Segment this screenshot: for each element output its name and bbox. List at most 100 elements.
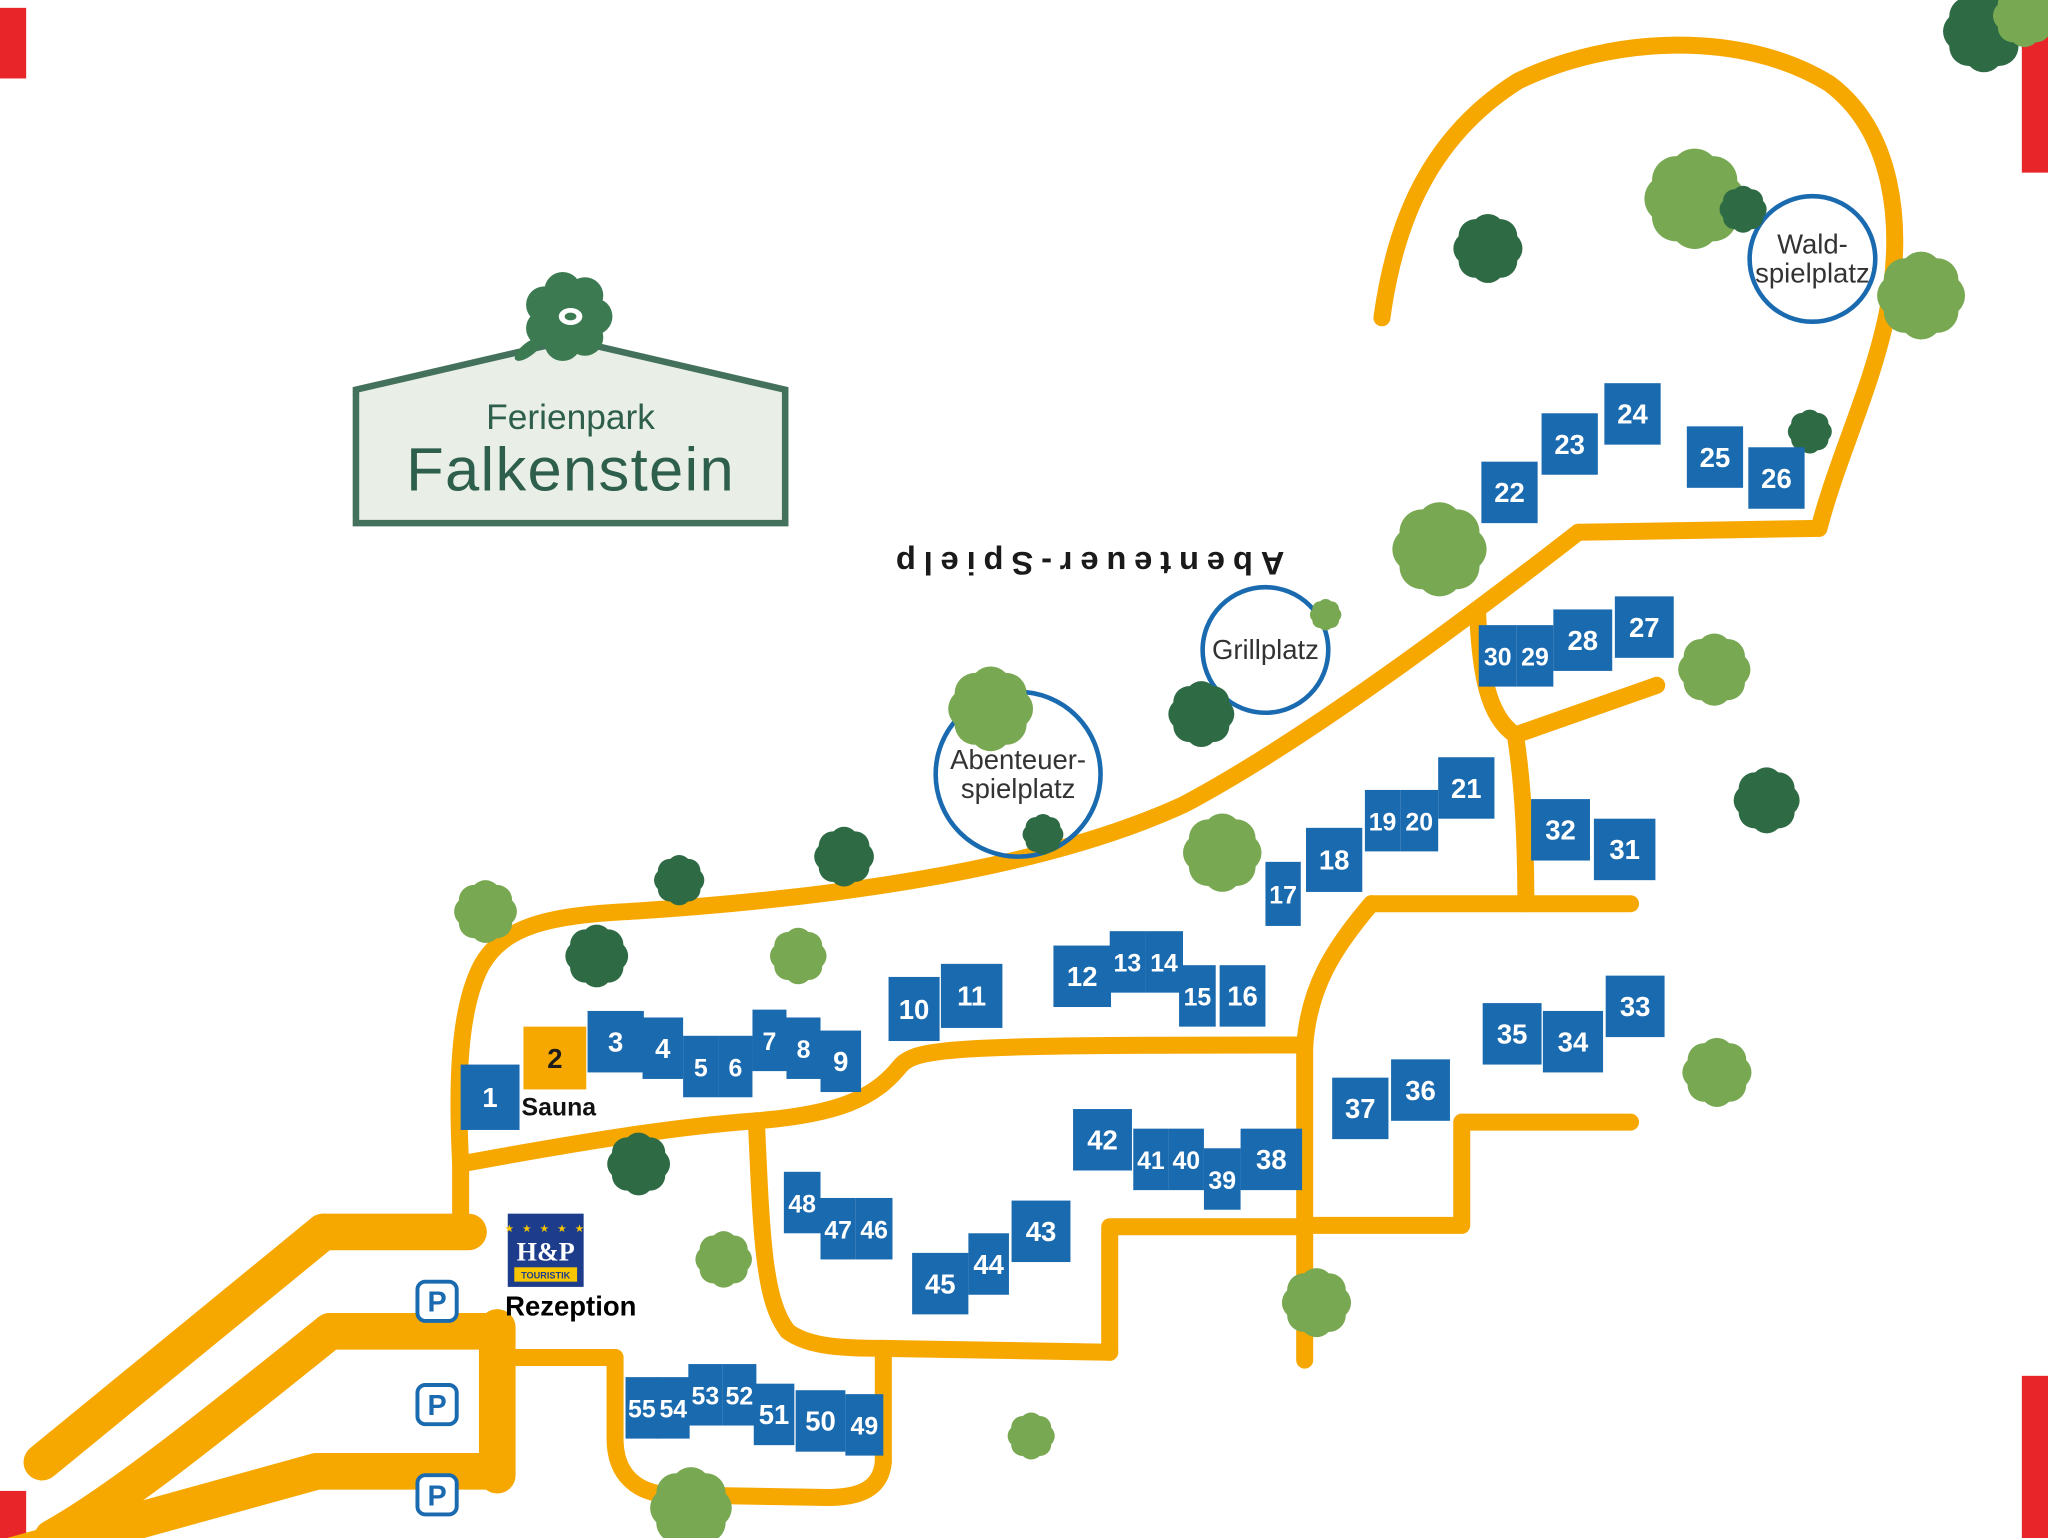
corner-mark — [2021, 1375, 2048, 1538]
house-number: 54 — [659, 1397, 687, 1424]
house-number: 45 — [925, 1268, 956, 1299]
mirrored-label: Abenteuer-Spielp — [888, 545, 1284, 582]
sauna-building: 2 — [523, 1026, 587, 1090]
house-number: 41 — [1137, 1148, 1165, 1175]
tree-icon — [1453, 213, 1523, 284]
house-number: 46 — [860, 1218, 888, 1245]
house-number: 34 — [1558, 1026, 1589, 1057]
house-27: 27 — [1614, 596, 1674, 658]
house-49: 49 — [845, 1394, 884, 1456]
house-number: 40 — [1172, 1148, 1200, 1175]
house-50: 50 — [795, 1390, 846, 1452]
parking-icon: P — [415, 1473, 459, 1517]
house-36: 36 — [1391, 1059, 1450, 1121]
house-number: 33 — [1620, 991, 1651, 1022]
house-number: 13 — [1114, 951, 1142, 978]
svg-text:P: P — [427, 1390, 446, 1422]
house-15: 15 — [1179, 965, 1216, 1027]
hp-logo-text: H&P — [517, 1238, 575, 1267]
house-40: 40 — [1168, 1128, 1204, 1191]
house-number: 4 — [655, 1033, 671, 1064]
house-25: 25 — [1686, 426, 1744, 488]
house-46: 46 — [855, 1197, 893, 1260]
house-17: 17 — [1265, 861, 1301, 926]
road-segment — [1296, 895, 1380, 1055]
road-segment — [1569, 519, 1828, 541]
house-number: 35 — [1497, 1019, 1528, 1050]
house-5: 5 — [683, 1035, 719, 1098]
tree-icon — [948, 666, 1034, 752]
parking-layer: P P P — [415, 1279, 459, 1517]
tree-icon — [607, 1132, 671, 1196]
park-sign: Ferienpark Falkenstein — [352, 272, 789, 527]
house-13: 13 — [1109, 931, 1146, 993]
house-number: 2 — [547, 1043, 562, 1074]
waldspielplatz: Wald-spielplatz — [1747, 193, 1878, 325]
road-segment — [1101, 1218, 1314, 1361]
house-number: 1 — [482, 1082, 497, 1113]
waldspielplatz-label: spielplatz — [1755, 257, 1870, 288]
road-segment — [34, 1313, 349, 1538]
house-32: 32 — [1531, 799, 1590, 861]
house-26: 26 — [1748, 447, 1805, 509]
house-number: 42 — [1087, 1125, 1118, 1156]
sauna-label: Sauna — [521, 1095, 596, 1122]
tree-icon — [1877, 251, 1966, 340]
house-4: 4 — [642, 1017, 684, 1079]
waldspielplatz-circle — [1747, 193, 1878, 325]
house-number: 32 — [1545, 815, 1576, 846]
house-51: 51 — [753, 1383, 795, 1446]
road-segment — [747, 1112, 1119, 1361]
sign-line2: Falkenstein — [406, 435, 735, 504]
house-number: 8 — [797, 1037, 811, 1064]
house-35: 35 — [1482, 1003, 1542, 1065]
house-number: 14 — [1150, 951, 1178, 978]
reception: ★ ★ ★ ★ ★ H&P TOURISTIK Rezeption — [505, 1213, 636, 1322]
house-number: 10 — [899, 994, 930, 1025]
house-number: 22 — [1494, 477, 1525, 508]
tree-icon — [650, 1467, 732, 1538]
house-number: 21 — [1451, 773, 1482, 804]
house-14: 14 — [1145, 931, 1183, 993]
house-9: 9 — [820, 1030, 862, 1093]
road-segment — [1296, 1113, 1640, 1234]
house-54: 54 — [656, 1377, 690, 1439]
road-segment — [23, 1213, 342, 1481]
abenteuerspielplatz: Abenteuer-spielplatz — [933, 689, 1103, 859]
house-30: 30 — [1478, 625, 1517, 687]
tree-icon — [1678, 633, 1751, 706]
house-number: 30 — [1484, 645, 1512, 672]
grillplatz: Grillplatz — [1200, 584, 1331, 716]
tree-icon — [1007, 1412, 1055, 1460]
hp-logo-subtext: TOURISTIK — [521, 1270, 571, 1280]
parking-icon: P — [415, 1279, 459, 1323]
tree-icon — [1392, 502, 1487, 597]
house-7: 7 — [752, 1009, 787, 1072]
house-3: 3 — [587, 1010, 644, 1073]
tree-icon — [1182, 813, 1262, 892]
house-21: 21 — [1438, 757, 1495, 819]
reception-label: Rezeption — [505, 1291, 636, 1322]
house-number: 44 — [973, 1249, 1004, 1280]
tree-icon — [769, 927, 827, 985]
house-number: 38 — [1256, 1144, 1287, 1175]
house-12: 12 — [1053, 945, 1112, 1008]
house-number: 28 — [1567, 625, 1598, 656]
tree-icon — [1022, 813, 1064, 855]
house-number: 51 — [759, 1399, 790, 1430]
house-31: 31 — [1593, 818, 1656, 881]
house-number: 39 — [1208, 1168, 1236, 1195]
house-number: 49 — [851, 1414, 879, 1441]
hp-logo-band — [514, 1267, 578, 1282]
house-34: 34 — [1542, 1010, 1604, 1073]
tree-icon — [814, 826, 874, 887]
road-segment — [452, 1036, 1314, 1173]
tree-icon — [1993, 0, 2048, 48]
house-number: 27 — [1629, 612, 1660, 643]
house-28: 28 — [1553, 609, 1613, 671]
tree-icon — [654, 855, 705, 906]
house-22: 22 — [1481, 461, 1538, 524]
house-number: 24 — [1617, 399, 1648, 430]
